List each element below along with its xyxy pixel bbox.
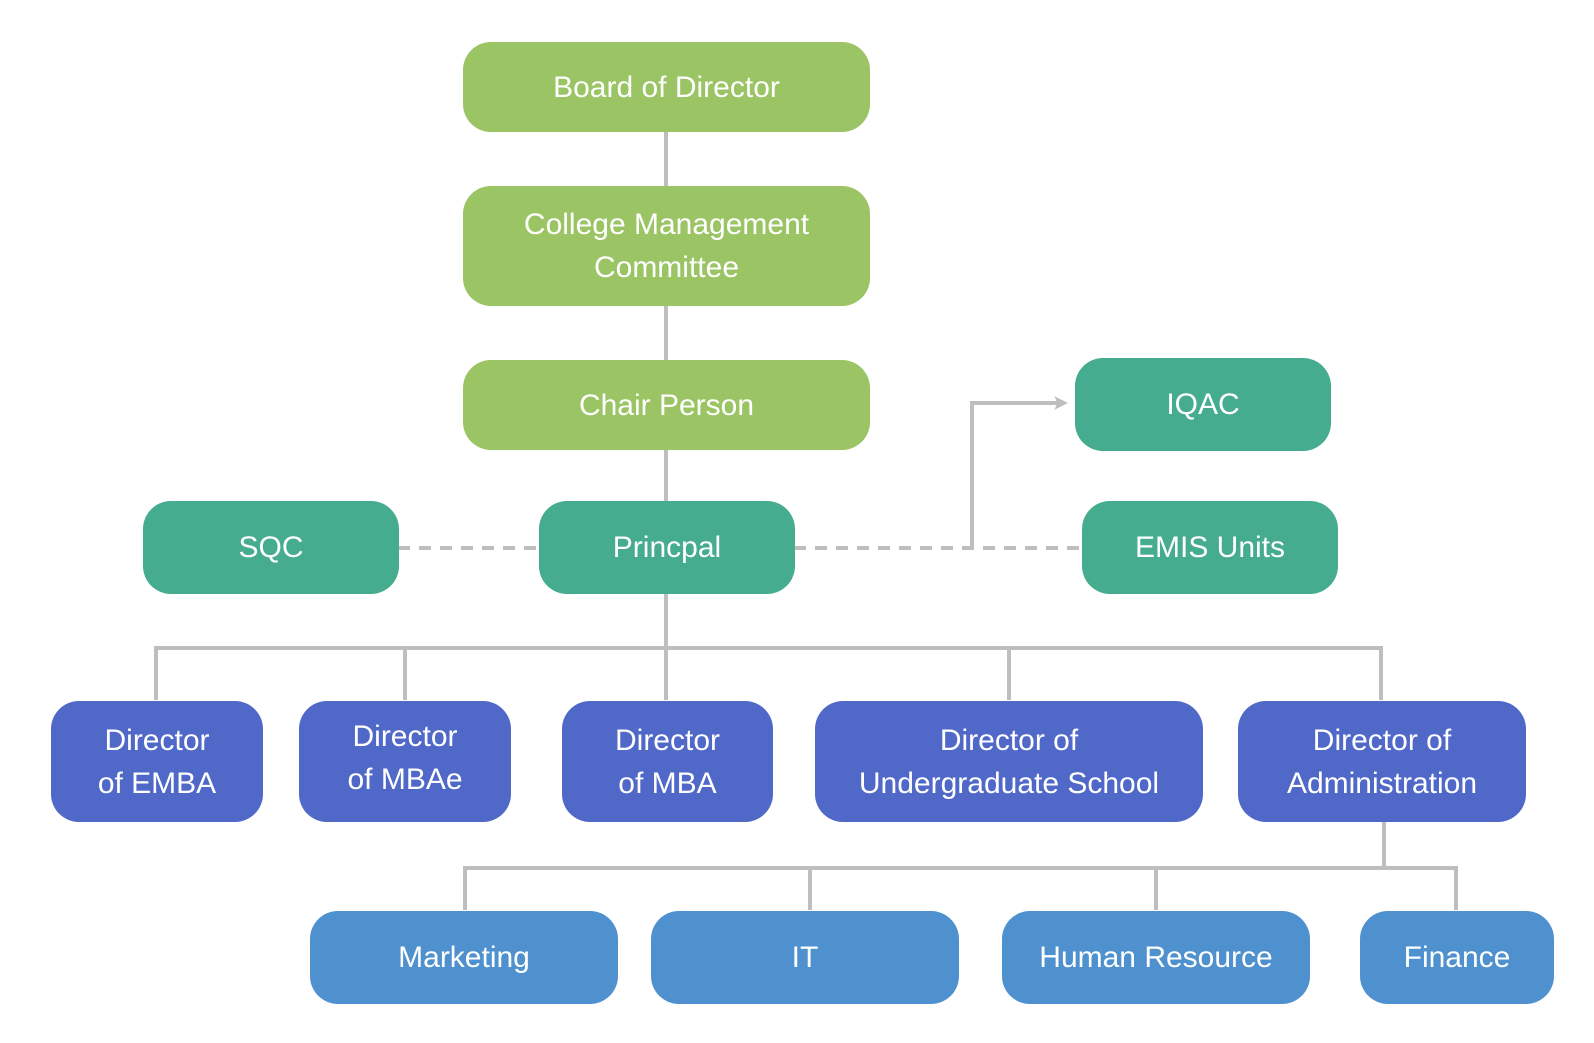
node-label: Marketing: [398, 941, 530, 974]
node-label: Finance: [1403, 941, 1511, 974]
node-label: College Management Committee: [523, 208, 810, 284]
node-label: Director of MBAe: [347, 719, 463, 796]
node-label: IQAC: [1166, 388, 1240, 421]
edge-principal-iqac-arrow: [970, 396, 1068, 548]
node-label: Human Resource: [1039, 941, 1273, 974]
node-director-mbae[interactable]: Director of MBAe: [299, 701, 511, 822]
node-label: Director of MBA: [614, 723, 720, 800]
node-board-of-director[interactable]: Board of Director: [463, 42, 870, 132]
node-college-management-committee[interactable]: College Management Committee: [463, 186, 870, 306]
node-director-administration[interactable]: Director of Administration: [1238, 701, 1526, 822]
node-director-mba[interactable]: Director of MBA: [562, 701, 773, 822]
node-label: Director of Undergraduate School: [858, 723, 1160, 800]
node-finance[interactable]: Finance: [1360, 911, 1554, 1004]
node-label: IT: [791, 941, 819, 974]
node-label: Princpal: [612, 531, 722, 564]
node-label: Director of EMBA: [97, 723, 217, 800]
node-label: Chair Person: [578, 388, 755, 422]
node-iqac[interactable]: IQAC: [1075, 358, 1331, 451]
node-label: EMIS Units: [1134, 531, 1286, 564]
node-emis-units[interactable]: EMIS Units: [1082, 501, 1338, 594]
node-director-emba[interactable]: Director of EMBA: [51, 701, 263, 822]
node-human-resource[interactable]: Human Resource: [1002, 911, 1310, 1004]
node-label: Director of Administration: [1286, 723, 1478, 800]
node-principal[interactable]: Princpal: [539, 501, 795, 594]
node-it[interactable]: IT: [651, 911, 959, 1004]
node-sqc[interactable]: SQC: [143, 501, 399, 594]
node-chair-person[interactable]: Chair Person: [463, 360, 870, 450]
node-label: SQC: [238, 531, 304, 564]
node-label: Board of Director: [553, 70, 780, 104]
node-marketing[interactable]: Marketing: [310, 911, 618, 1004]
node-director-undergraduate-school[interactable]: Director of Undergraduate School: [815, 701, 1203, 822]
